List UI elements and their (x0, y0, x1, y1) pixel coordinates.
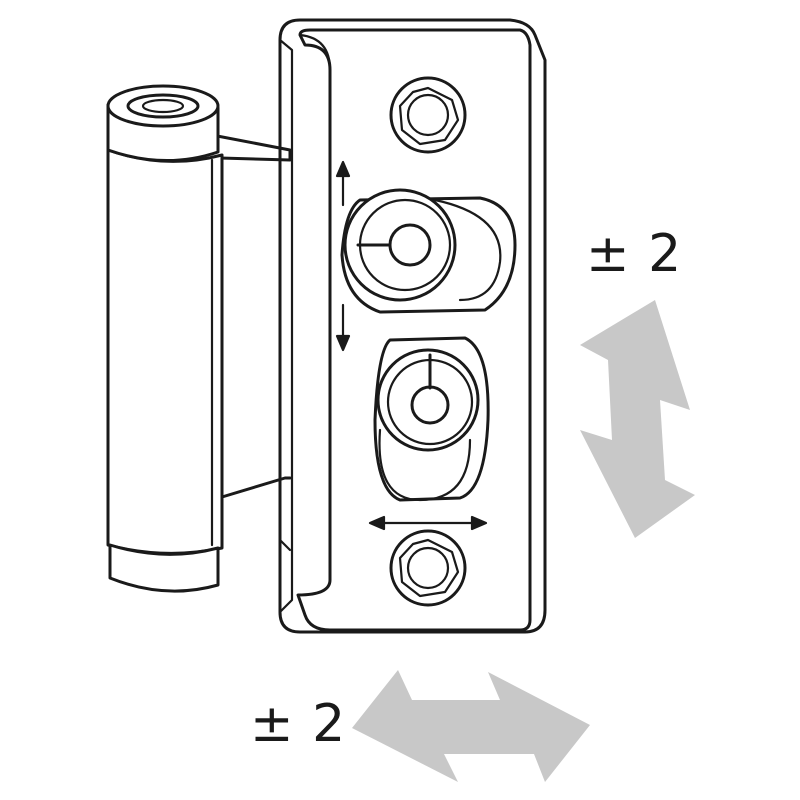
vertical-adjustment-label: ± 2 (586, 224, 683, 284)
top-screw (389, 76, 467, 154)
horizontal-eccentric-adjuster (373, 336, 490, 502)
horizontal-adjustment-label: ± 2 (250, 694, 347, 754)
bottom-screw (389, 529, 467, 607)
vertical-eccentric-adjuster (340, 188, 517, 314)
horizontal-direction-marker (368, 515, 488, 531)
hinge-barrel (106, 84, 292, 593)
vertical-direction-marker (335, 160, 351, 352)
double-headed-diagonal-arrow-icon (580, 300, 695, 538)
double-headed-horizontal-arrow-icon (352, 670, 590, 782)
